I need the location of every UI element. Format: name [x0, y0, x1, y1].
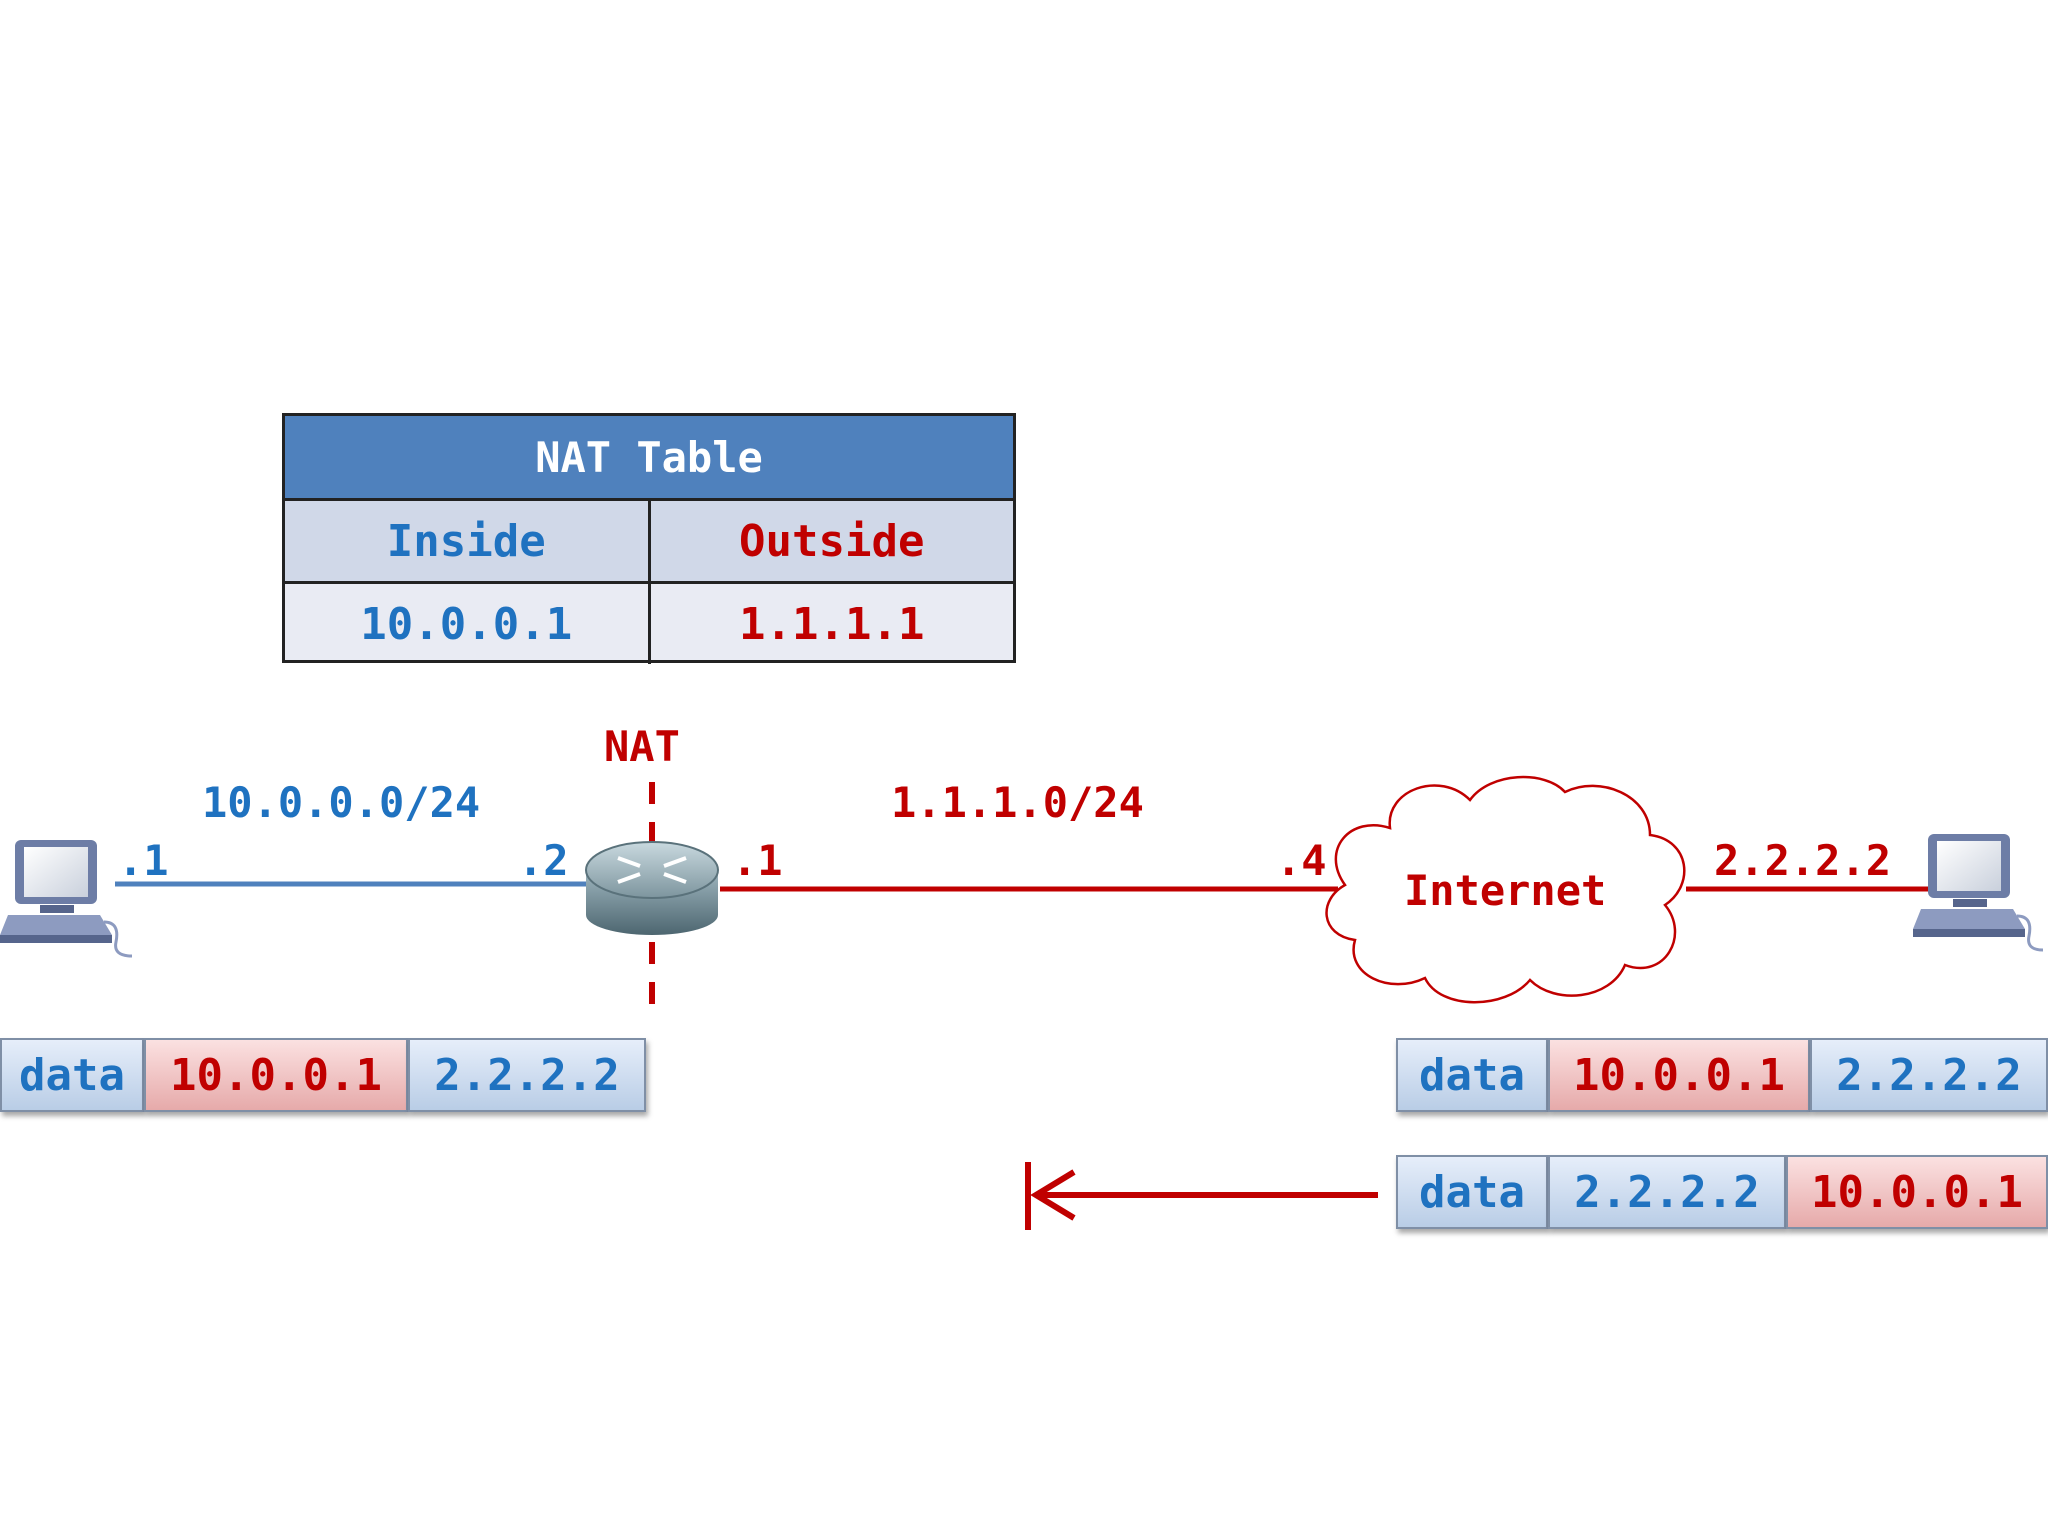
packet-data-field: data — [1396, 1038, 1548, 1112]
packet-data-field: data — [1396, 1155, 1548, 1229]
left-computer-icon — [0, 840, 133, 958]
packet-source-address: 2.2.2.2 — [1548, 1155, 1786, 1229]
outside-network-label: 1.1.1.0/24 — [891, 778, 1144, 827]
nat-table-header-row: Inside Outside — [285, 501, 1013, 584]
packet-destination-address: 10.0.0.1 — [1786, 1155, 2048, 1229]
packet-source-address: 10.0.0.1 — [1548, 1038, 1810, 1112]
nat-table-outside-address: 1.1.1.1 — [739, 598, 925, 650]
packet-reply: data 2.2.2.2 10.0.0.1 — [1396, 1155, 2048, 1229]
inside-network-label: 10.0.0.0/24 — [202, 778, 481, 827]
packet-data-field: data — [0, 1038, 144, 1112]
internet-label: Internet — [1404, 866, 1607, 915]
nat-table-inside-address: 10.0.0.1 — [285, 584, 651, 664]
packet-outside: data 10.0.0.1 2.2.2.2 — [1396, 1038, 2048, 1112]
nat-label: NAT — [604, 722, 680, 771]
return-arrow — [1025, 1162, 1378, 1230]
packet-destination-address: 2.2.2.2 — [1810, 1038, 2048, 1112]
internet-cloud-icon — [1325, 775, 1686, 1004]
nat-table-header-inside: Inside — [285, 501, 651, 581]
left-host-ip-label: .1 — [118, 836, 169, 885]
packet-destination-address: 2.2.2.2 — [408, 1038, 646, 1112]
router-inside-ip-label: .2 — [518, 836, 569, 885]
isp-ip-label: .4 — [1276, 836, 1327, 885]
router-icon — [585, 841, 719, 935]
right-computer-icon — [1913, 834, 2044, 952]
router-outside-ip-label: .1 — [732, 836, 783, 885]
nat-table: NAT Table Inside Outside 10.0.0.1 1.1.1.… — [282, 413, 1016, 664]
packet-inside: data 10.0.0.1 2.2.2.2 — [0, 1038, 646, 1112]
nat-table-row: 10.0.0.1 1.1.1.1 — [285, 584, 1013, 664]
packet-source-address: 10.0.0.1 — [144, 1038, 408, 1112]
nat-table-title: NAT Table — [285, 416, 1013, 501]
nat-table-header-outside: Outside — [739, 515, 925, 567]
remote-host-ip-label: 2.2.2.2 — [1714, 836, 1892, 885]
